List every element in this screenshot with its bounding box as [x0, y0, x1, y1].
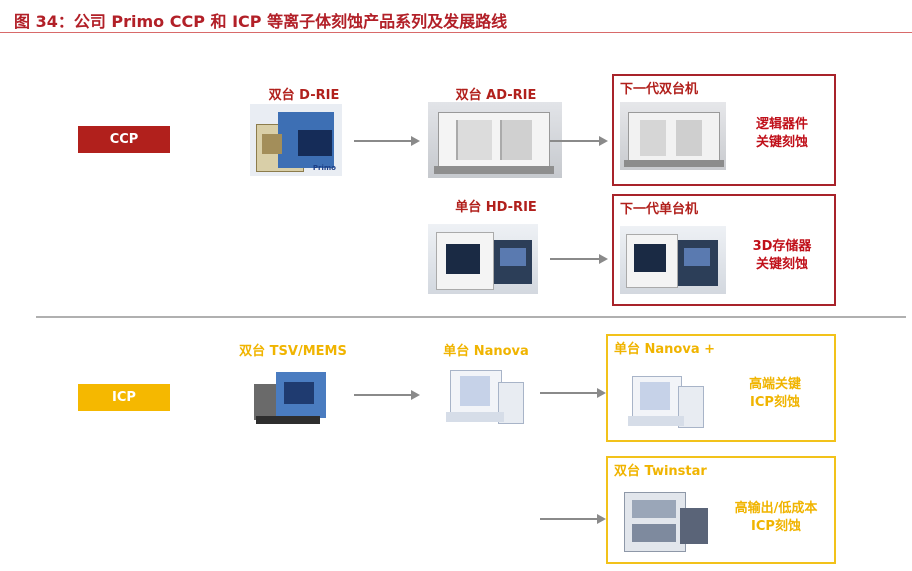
nanova-plus-desc: 高端关键 ICP刻蚀 — [720, 376, 830, 412]
twinstar-title: 双台 Twinstar — [614, 464, 707, 479]
nanova-plus-desc-line1: 高端关键 — [748, 377, 801, 392]
twinstar-box: 双台 Twinstar 高输出/低成本 ICP刻蚀 — [606, 456, 836, 564]
next-dual-desc-line1: 逻辑器件 — [755, 117, 808, 132]
right-arrow-icon — [550, 136, 608, 146]
primo-logo: Primo — [312, 164, 336, 172]
dual-tsv-label: 双台 TSV/MEMS — [239, 344, 347, 359]
single-hdrie-photo — [428, 224, 538, 294]
next-single-photo — [620, 226, 726, 294]
twinstar-photo — [618, 486, 712, 556]
dual-tsv-photo — [250, 362, 336, 428]
next-dual-box: 下一代双台机 逻辑器件 关键刻蚀 — [612, 74, 836, 186]
right-arrow-icon — [354, 390, 420, 400]
dual-adrie-label: 双台 AD-RIE — [455, 88, 537, 103]
single-nanova-label: 单台 Nanova — [443, 344, 529, 359]
section-divider — [36, 316, 906, 318]
single-hdrie-label: 单台 HD-RIE — [455, 200, 537, 215]
right-arrow-icon — [550, 254, 608, 264]
icp-tag: ICP — [78, 384, 170, 411]
next-single-desc-line1: 3D存储器 — [752, 239, 812, 254]
figure-title: 图 34：公司 Primo CCP 和 ICP 等离子体刻蚀产品系列及发展路线 — [14, 12, 508, 31]
nanova-plus-photo — [620, 366, 710, 436]
single-nanova-photo — [436, 360, 528, 430]
twinstar-desc-line2: ICP刻蚀 — [751, 519, 801, 534]
ccp-tag: CCP — [78, 126, 170, 153]
dual-adrie-photo — [428, 102, 562, 178]
nanova-plus-title: 单台 Nanova + — [614, 342, 716, 357]
title-rule — [0, 32, 912, 33]
next-dual-photo — [620, 102, 726, 170]
right-arrow-icon — [540, 514, 606, 524]
next-dual-title: 下一代双台机 — [620, 82, 699, 97]
twinstar-desc: 高输出/低成本 ICP刻蚀 — [718, 500, 834, 536]
nanova-plus-box: 单台 Nanova + 高端关键 ICP刻蚀 — [606, 334, 836, 442]
dual-drie-label: 双台 D-RIE — [268, 88, 340, 103]
next-single-desc-line2: 关键刻蚀 — [755, 257, 808, 272]
next-dual-desc: 逻辑器件 关键刻蚀 — [732, 116, 832, 152]
twinstar-desc-line1: 高输出/低成本 — [734, 501, 818, 516]
next-dual-desc-line2: 关键刻蚀 — [755, 135, 808, 150]
right-arrow-icon — [540, 388, 606, 398]
next-single-title: 下一代单台机 — [620, 202, 699, 217]
next-single-box: 下一代单台机 3D存储器 关键刻蚀 — [612, 194, 836, 306]
right-arrow-icon — [354, 136, 420, 146]
dual-drie-photo: Primo — [250, 104, 342, 176]
nanova-plus-desc-line2: ICP刻蚀 — [750, 395, 800, 410]
next-single-desc: 3D存储器 关键刻蚀 — [732, 238, 832, 274]
